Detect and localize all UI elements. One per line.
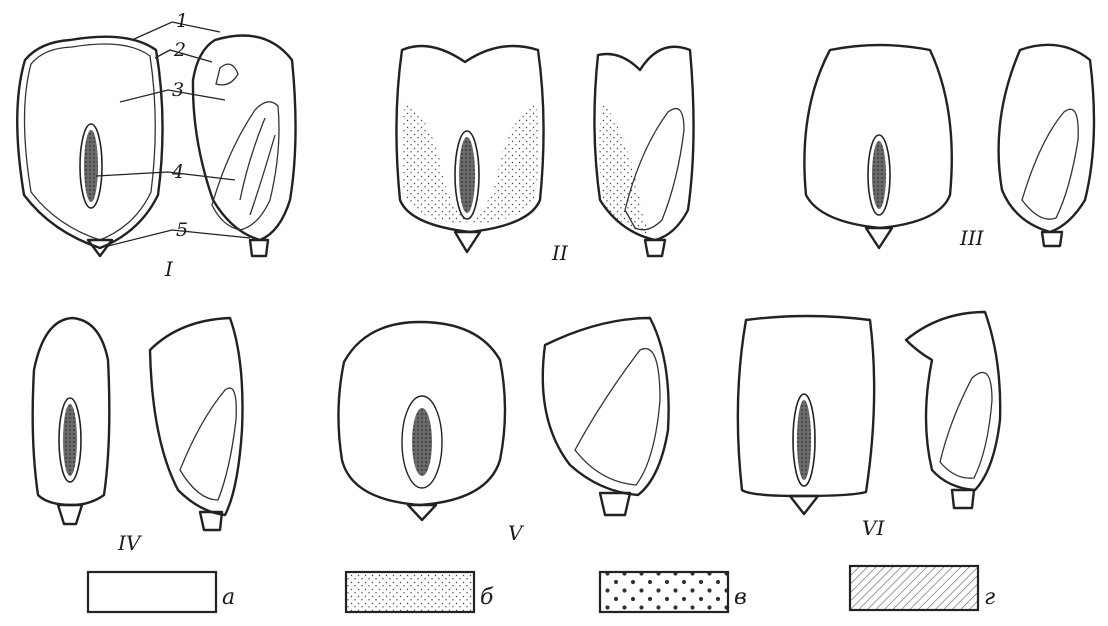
kernel-type-3: III — [804, 45, 1094, 250]
kernel-type-1: 1 2 3 4 5 I — [17, 10, 295, 281]
kernel-6-front — [738, 316, 874, 514]
type-numeral-5: V — [508, 521, 525, 545]
type-numeral-3: III — [959, 226, 985, 250]
kernel-5-side — [543, 318, 669, 515]
legend: а б в г — [88, 566, 995, 612]
kernel-3-side — [999, 45, 1094, 246]
legend-label-a: а — [222, 585, 235, 610]
part-label-1: 1 — [176, 10, 188, 32]
legend-swatch-plain — [88, 572, 216, 612]
kernel-2-front — [396, 46, 543, 252]
legend-item-g: г — [850, 566, 995, 610]
kernel-2-side — [594, 47, 693, 256]
legend-swatch-hatching — [850, 566, 978, 610]
type-numeral-1: I — [164, 257, 174, 281]
legend-label-v: в — [734, 585, 747, 610]
part-label-3: 3 — [172, 79, 184, 101]
legend-label-b: б — [480, 585, 494, 610]
kernel-type-4: IV — [33, 318, 243, 555]
kernel-1-front — [17, 37, 162, 256]
type-numeral-4: IV — [117, 531, 143, 555]
part-number-labels: 1 2 3 4 5 — [171, 10, 188, 241]
legend-item-b: б — [346, 572, 494, 612]
part-label-2: 2 — [173, 39, 186, 61]
kernel-4-front — [33, 318, 110, 524]
kernel-3-front — [804, 45, 951, 248]
legend-item-a: а — [88, 572, 235, 612]
type-numeral-6: VI — [862, 516, 885, 540]
kernel-5-front — [338, 322, 505, 520]
kernel-type-6: VI — [738, 312, 1000, 540]
legend-label-g: г — [984, 585, 995, 610]
kernel-6-side — [906, 312, 1000, 508]
kernel-type-2: II — [396, 46, 693, 265]
legend-swatch-fine-dots — [346, 572, 474, 612]
kernel-1-side — [193, 36, 296, 257]
kernel-4-side — [150, 318, 243, 530]
legend-swatch-coarse-dots — [600, 572, 728, 612]
kernel-type-5: V — [338, 318, 668, 545]
legend-item-v: в — [600, 572, 747, 612]
type-numeral-2: II — [551, 241, 569, 265]
leader-lines — [96, 22, 250, 246]
